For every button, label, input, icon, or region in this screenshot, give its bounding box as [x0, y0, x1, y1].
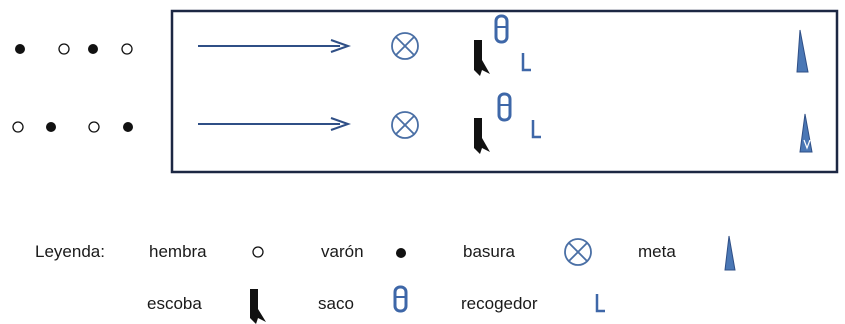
legend-saco-label: saco — [318, 294, 354, 313]
varon-dot — [15, 44, 25, 54]
arrow-icon — [198, 39, 352, 53]
basura-icon — [391, 111, 419, 139]
varon-dot — [88, 44, 98, 54]
legend-varon-label: varón — [321, 242, 364, 261]
legend-meta-icon — [724, 235, 736, 271]
legend-basura-label: basura — [463, 242, 516, 261]
varon-dot — [46, 122, 56, 132]
legend: Leyenda: hembra varón basura meta escoba… — [35, 235, 736, 324]
scene-frame — [170, 9, 839, 174]
hembra-dot — [88, 121, 100, 133]
legend-hembra-label: hembra — [149, 242, 207, 261]
saco-icon — [497, 92, 512, 122]
hembra-dot — [58, 43, 70, 55]
hembra-dot — [121, 43, 133, 55]
legend-hembra-dot — [252, 246, 264, 258]
escoba-icon — [474, 118, 490, 154]
legend-recogedor-label: recogedor — [461, 294, 538, 313]
recogedor-icon — [531, 120, 541, 139]
escoba-icon — [474, 40, 490, 76]
row-1-sequence — [15, 43, 133, 55]
saco-icon — [494, 14, 509, 44]
varon-dot — [123, 122, 133, 132]
legend-saco-icon — [393, 285, 408, 313]
legend-meta-label: meta — [638, 242, 676, 261]
legend-prefix: Leyenda: — [35, 242, 105, 261]
recogedor-icon — [521, 53, 531, 72]
legend-escoba-label: escoba — [147, 294, 202, 313]
meta-icon — [796, 29, 809, 73]
arrow-icon — [198, 117, 352, 131]
meta-icon — [799, 113, 813, 153]
legend-varon-dot — [396, 248, 406, 258]
hembra-dot — [12, 121, 24, 133]
legend-basura-icon — [564, 238, 592, 266]
row-2-scene — [198, 92, 813, 154]
legend-escoba-icon — [250, 289, 266, 324]
legend-recogedor-icon — [595, 294, 605, 313]
row-2-sequence — [12, 121, 133, 133]
row-1-scene — [198, 14, 809, 76]
basura-icon — [391, 32, 419, 60]
